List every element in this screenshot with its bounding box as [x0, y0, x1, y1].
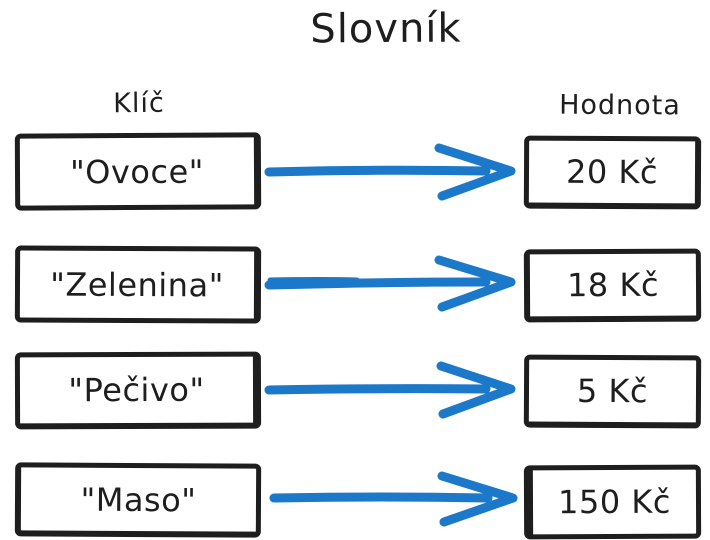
key-column-header: Klíč — [113, 87, 165, 120]
key-box: "Pečivo" — [14, 351, 262, 430]
arrow-right-icon — [264, 143, 516, 201]
dictionary-row: "Zelenina" 18 Kč — [0, 245, 710, 324]
key-label: "Pečivo" — [68, 370, 205, 410]
key-label: "Zelenina" — [50, 265, 224, 304]
dictionary-row: "Pečivo" 5 Kč — [0, 351, 710, 430]
key-box: "Zelenina" — [14, 245, 262, 324]
value-column-header: Hodnota — [559, 89, 681, 122]
value-box: 18 Kč — [523, 248, 702, 323]
value-box: 150 Kč — [523, 464, 702, 540]
key-box: "Maso" — [14, 462, 262, 538]
arrow-right-icon — [264, 255, 516, 312]
dictionary-row: "Maso" 150 Kč — [0, 462, 710, 540]
arrow-right-icon — [269, 471, 518, 527]
value-box: 5 Kč — [523, 354, 702, 429]
key-label: "Maso" — [80, 480, 197, 519]
value-label: 18 Kč — [566, 265, 660, 305]
dictionary-row: "Ovoce" 20 Kč — [0, 132, 710, 211]
value-label: 20 Kč — [565, 152, 659, 192]
arrow-right-icon — [264, 361, 516, 419]
diagram-title: Slovník — [310, 5, 462, 53]
key-label: "Ovoce" — [69, 152, 205, 191]
value-label: 5 Kč — [576, 371, 649, 411]
value-label: 150 Kč — [557, 482, 671, 522]
value-box: 20 Kč — [523, 135, 702, 210]
key-box: "Ovoce" — [14, 132, 262, 211]
